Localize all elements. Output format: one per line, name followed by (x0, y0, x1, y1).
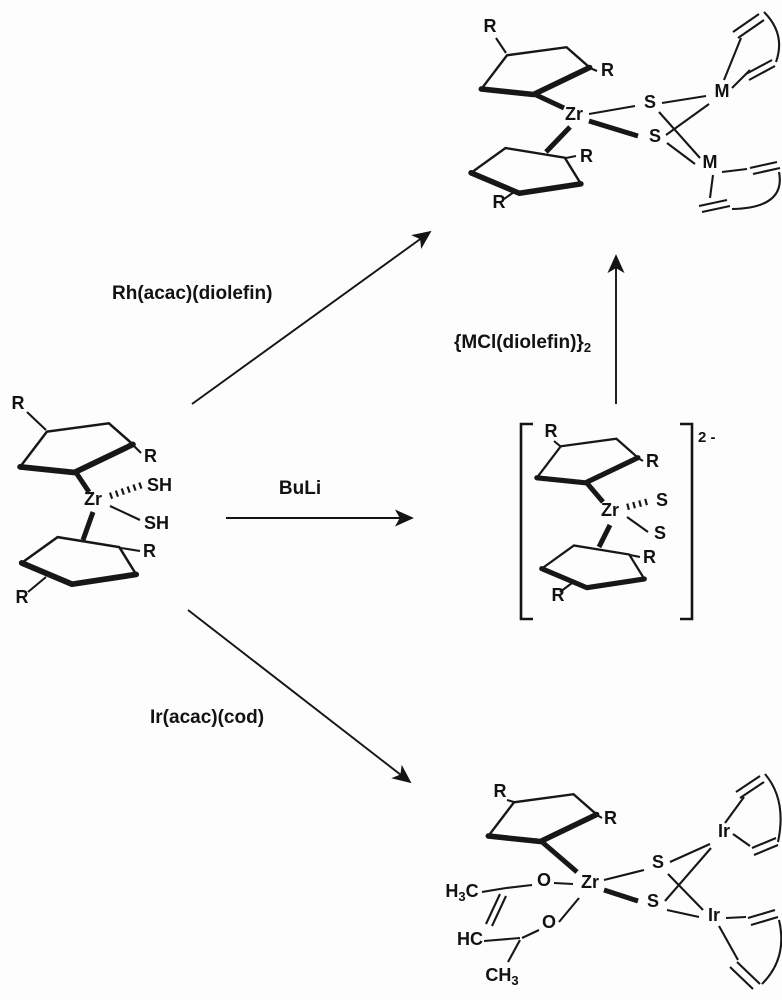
r-group-label: R (16, 587, 29, 607)
cod-double-bonds (735, 775, 779, 856)
r-group-label: R (601, 60, 614, 80)
r-substituent-bonds (26, 411, 142, 593)
zr-sh-bond (109, 505, 141, 521)
h3c-c: C (466, 881, 479, 901)
atom-label-s: S (649, 126, 661, 146)
r-group-label: R (545, 421, 558, 441)
charge-label: 2 - (698, 429, 716, 446)
ch3-subscript: 3 (511, 973, 518, 988)
zr-ring-bonds (72, 469, 96, 541)
s-m-bridge-bonds (658, 94, 710, 165)
acac-double-bond (485, 893, 507, 927)
atom-label-sh: SH (147, 475, 172, 495)
group-label-hc: HC (457, 929, 483, 949)
diolefin-double-bonds (698, 160, 781, 214)
m-diolefin-bonds (708, 167, 748, 199)
bracket-left (519, 422, 533, 621)
reaction-arrows: Rh(acac)(diolefin) BuLi {MCl(diolefin)}2… (112, 230, 625, 784)
reagent-label-mcl-main: {MCl(diolefin)} (454, 332, 584, 353)
m-diolefin-bonds (723, 37, 751, 89)
atom-label-m: M (715, 81, 730, 101)
r-group-label: R (144, 446, 157, 466)
zr-bold-bonds (532, 91, 639, 154)
group-label-h3c: H3C (445, 881, 478, 904)
atom-label-s: S (647, 891, 659, 911)
dianion-intermediate-structure: 2 - R R Zr S S R R (519, 421, 716, 621)
r-group-label: R (646, 451, 659, 471)
atom-label-s: S (652, 852, 664, 872)
ch3-ch: CH (485, 965, 511, 985)
ir-cod-bonds (718, 915, 747, 961)
atom-label-zr: Zr (581, 872, 599, 892)
r-group-label: R (604, 808, 617, 828)
bottom-product-structure: R R Zr O O H3C HC CH3 S S Ir Ir (445, 773, 782, 990)
atom-label-zr: Zr (84, 489, 102, 509)
atom-label-o: O (537, 870, 551, 890)
group-label-ch3: CH3 (485, 965, 518, 988)
cod-chain-arc (764, 773, 782, 843)
r-group-label: R (12, 393, 25, 413)
r-substituent-bonds (495, 37, 598, 200)
atom-label-sh: SH (144, 513, 169, 533)
cod-chain-arc (761, 919, 782, 985)
diolefin-double-bonds (732, 13, 776, 81)
r-group-label: R (552, 585, 565, 605)
zr-sh-hashed-bond (108, 481, 144, 500)
reactant-zr-dithiol-structure: R R Zr SH SH R R (12, 393, 173, 607)
atom-label-zr: Zr (565, 104, 583, 124)
r-group-label: R (484, 16, 497, 36)
acac-and-zr-s-bonds (481, 868, 645, 963)
ir-cod-bonds (724, 796, 751, 847)
h3c-h: H (445, 881, 458, 901)
diolefin-chain-arc (731, 171, 781, 211)
atom-label-s: S (654, 523, 666, 543)
arrow-to-bottom-product (187, 609, 412, 784)
top-product-structure: R R Zr R R S S M M (469, 11, 781, 214)
reagent-label-mcl: {MCl(diolefin)}2 (454, 332, 591, 355)
zr-bold-bonds (539, 839, 639, 904)
zr-s-hashed-bond (626, 497, 651, 511)
zr-s-bond (588, 104, 636, 116)
atom-label-m: M (703, 152, 718, 172)
h3c-subscript: 3 (458, 889, 465, 904)
bracket-right (680, 422, 694, 621)
atom-label-ir: Ir (718, 821, 730, 841)
r-group-label: R (580, 146, 593, 166)
r-group-label: R (493, 192, 506, 212)
reagent-label-mcl-subscript: 2 (584, 340, 591, 355)
cp-ring (469, 144, 584, 200)
r-group-label: R (643, 547, 656, 567)
r-substituent-bonds (506, 798, 603, 819)
atom-label-s: S (656, 490, 668, 510)
zr-ring-bonds (584, 480, 613, 549)
zr-s-bond (626, 516, 649, 533)
atom-label-s: S (644, 92, 656, 112)
r-group-label: R (143, 541, 156, 561)
diolefin-chain-arc (763, 11, 781, 63)
atom-label-ir: Ir (708, 905, 720, 925)
reagent-label-buli: BuLi (279, 478, 321, 499)
cod-double-bonds (729, 908, 779, 990)
r-group-label: R (494, 781, 507, 801)
s-ir-bridge-bonds (664, 843, 712, 919)
atom-label-o: O (542, 912, 556, 932)
atom-label-zr: Zr (601, 500, 619, 520)
reagent-label-rh: Rh(acac)(diolefin) (112, 283, 272, 304)
r-substituent-bonds (553, 440, 644, 593)
reagent-label-ir: Ir(acac)(cod) (150, 707, 264, 728)
arrow-to-top-product (191, 230, 432, 405)
